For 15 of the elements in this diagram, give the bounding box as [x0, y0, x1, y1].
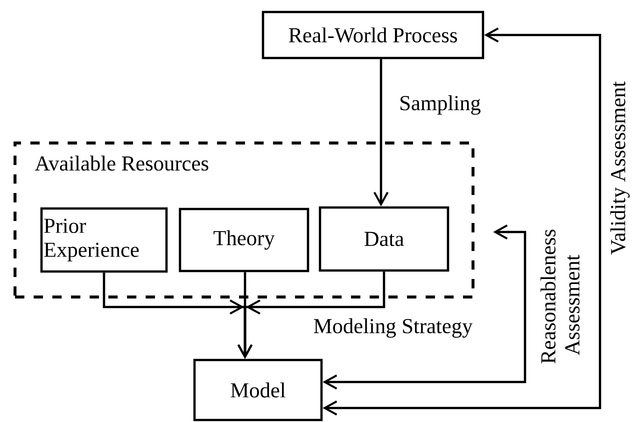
- edge-label: Sampling: [400, 95, 480, 115]
- edge-label: Reasonableness Assessment: [540, 230, 580, 364]
- process-box: Theory: [178, 208, 310, 272]
- edge-label: Validity Assessment: [610, 81, 630, 255]
- process-box: Data: [318, 206, 450, 272]
- arrow: [373, 59, 389, 206]
- group-title: Available Resources: [34, 156, 208, 171]
- process-box: Real-World Process: [262, 10, 484, 60]
- arrow: [237, 272, 386, 359]
- process-box: Prior Experience: [40, 207, 168, 273]
- arrow: [322, 27, 602, 416]
- process-box: Model: [193, 358, 323, 422]
- arrow: [322, 224, 526, 390]
- edge-label: Modeling Strategy: [314, 318, 473, 338]
- dashed-group: [14, 142, 474, 298]
